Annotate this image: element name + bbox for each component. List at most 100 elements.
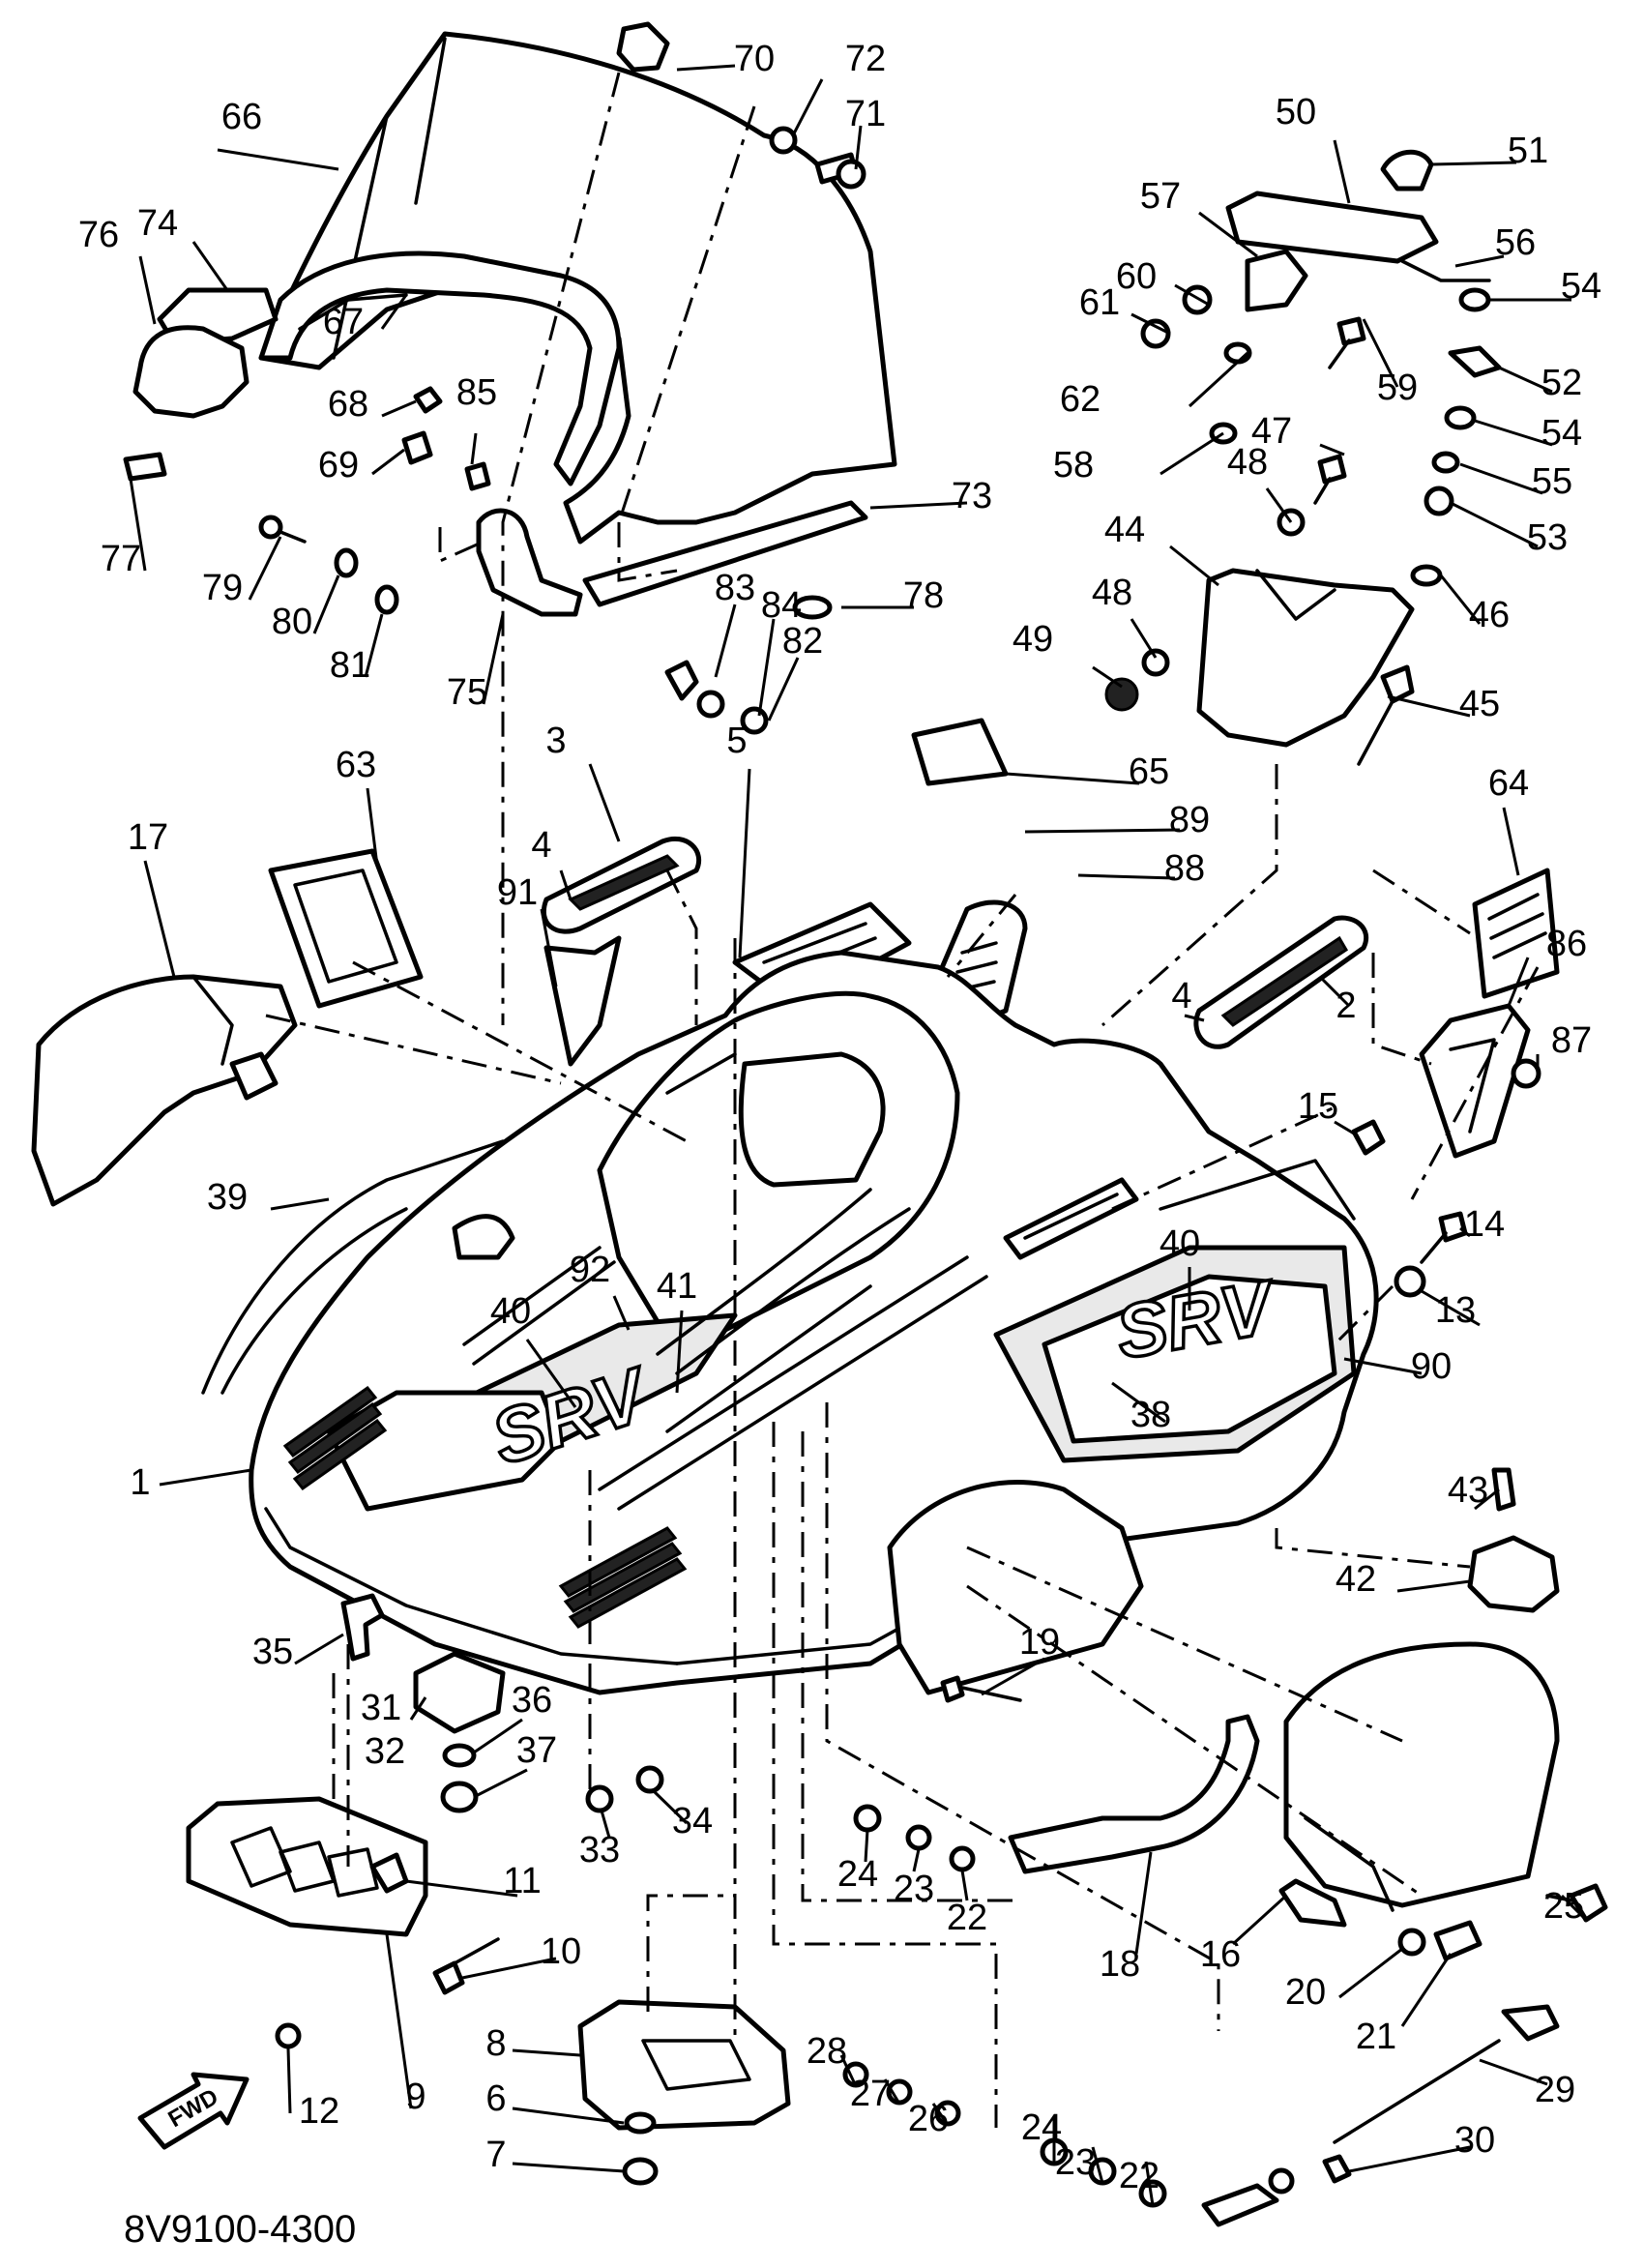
side-vent-86 bbox=[1419, 1003, 1531, 1159]
callout-30: 30 bbox=[1454, 2120, 1495, 2161]
hood: SRV SRV bbox=[249, 950, 1379, 1695]
callout-1: 1 bbox=[130, 1462, 150, 1503]
callout-11: 11 bbox=[503, 1861, 541, 1901]
callout-29: 29 bbox=[1535, 2070, 1575, 2110]
callout-54: 54 bbox=[1561, 266, 1601, 307]
callout-56: 56 bbox=[1495, 222, 1536, 263]
callout-25: 25 bbox=[1543, 1886, 1584, 1927]
windshield-fasteners bbox=[258, 126, 866, 735]
callout-14: 14 bbox=[1464, 1204, 1505, 1245]
callout-77: 77 bbox=[101, 539, 141, 579]
callout-10: 10 bbox=[541, 1931, 581, 1972]
callout-64: 64 bbox=[1488, 763, 1529, 804]
callout-53: 53 bbox=[1527, 517, 1568, 558]
callout-66: 66 bbox=[221, 97, 262, 137]
callout-49: 49 bbox=[1013, 619, 1053, 660]
console-cover bbox=[1196, 568, 1415, 748]
callout-7: 7 bbox=[485, 2135, 506, 2175]
callout-17: 17 bbox=[128, 817, 168, 858]
callout-76: 76 bbox=[78, 215, 119, 255]
bracket-16 bbox=[1278, 1878, 1347, 1928]
belly-pan bbox=[887, 1480, 1144, 1695]
callout-57: 57 bbox=[1140, 176, 1181, 217]
callout-43: 43 bbox=[1448, 1470, 1488, 1511]
right-fasteners bbox=[842, 1058, 1608, 2208]
side-trim-left bbox=[132, 287, 279, 419]
callout-48: 48 bbox=[1092, 573, 1132, 613]
callout-16: 16 bbox=[1200, 1934, 1241, 1975]
hood-cable-29 bbox=[1201, 2004, 1560, 2227]
callout-59: 59 bbox=[1377, 368, 1418, 408]
callout-labels: 1234456789101112131415161718192021222223… bbox=[78, 39, 1601, 2196]
vent-panel-3 bbox=[542, 836, 701, 934]
callout-33: 33 bbox=[579, 1830, 620, 1870]
windshield-lower-trim bbox=[476, 500, 868, 617]
callout-36: 36 bbox=[512, 1680, 552, 1721]
callout-83: 83 bbox=[715, 568, 755, 608]
callout-5: 5 bbox=[726, 721, 747, 761]
callout-8: 8 bbox=[485, 2023, 506, 2064]
decal-65 bbox=[911, 718, 1009, 786]
callout-91: 91 bbox=[497, 872, 538, 913]
callout-62: 62 bbox=[1060, 379, 1101, 420]
callout-65: 65 bbox=[1129, 751, 1169, 792]
decal-64 bbox=[1472, 868, 1560, 999]
drawing-code: 8V9100-4300 bbox=[124, 2208, 356, 2251]
callout-42: 42 bbox=[1336, 1559, 1376, 1600]
callout-52: 52 bbox=[1541, 363, 1582, 403]
callout-24: 24 bbox=[837, 1854, 878, 1895]
callout-20: 20 bbox=[1285, 1972, 1326, 2013]
callout-28: 28 bbox=[807, 2031, 847, 2072]
callout-58: 58 bbox=[1053, 445, 1094, 486]
callout-44: 44 bbox=[1104, 510, 1145, 550]
callout-19: 19 bbox=[1019, 1622, 1060, 1663]
callout-40: 40 bbox=[490, 1291, 531, 1332]
callout-80: 80 bbox=[272, 602, 312, 642]
assembly-lines bbox=[265, 72, 1540, 2128]
callout-45: 45 bbox=[1459, 684, 1500, 724]
callout-18: 18 bbox=[1100, 1944, 1140, 1985]
support-bracket-18 bbox=[1008, 1714, 1260, 1874]
engine-cover bbox=[1283, 1641, 1560, 1912]
callout-9: 9 bbox=[405, 2077, 426, 2117]
buffer-42 bbox=[1467, 1535, 1560, 1613]
callout-46: 46 bbox=[1469, 595, 1510, 635]
windshield-frame bbox=[258, 250, 622, 486]
forward-direction-arrow: FWD bbox=[137, 2072, 250, 2150]
callout-40: 40 bbox=[1160, 1223, 1200, 1264]
callout-39: 39 bbox=[207, 1177, 248, 1218]
callout-67: 67 bbox=[323, 302, 364, 342]
callout-75: 75 bbox=[447, 672, 487, 713]
callout-48: 48 bbox=[1227, 442, 1268, 483]
callout-37: 37 bbox=[516, 1730, 557, 1771]
callout-84: 84 bbox=[761, 585, 802, 626]
vent-panel-2 bbox=[1193, 915, 1369, 1049]
callout-22: 22 bbox=[1119, 2156, 1160, 2196]
callout-34: 34 bbox=[672, 1801, 713, 1841]
callout-22: 22 bbox=[947, 1898, 987, 1938]
callout-61: 61 bbox=[1079, 282, 1120, 323]
callout-3: 3 bbox=[545, 721, 566, 761]
gauge-bezel-63 bbox=[268, 848, 424, 1009]
callout-32: 32 bbox=[365, 1731, 405, 1772]
trim-91 bbox=[543, 935, 622, 1067]
clip bbox=[123, 452, 167, 482]
side-panel-17 bbox=[31, 974, 298, 1207]
callout-23: 23 bbox=[1055, 2142, 1096, 2183]
grille-left bbox=[282, 1385, 388, 1491]
air-duct-8 bbox=[577, 1999, 791, 2131]
callout-50: 50 bbox=[1276, 92, 1316, 133]
console-bracket bbox=[1225, 149, 1491, 312]
callout-12: 12 bbox=[299, 2091, 339, 2132]
callout-90: 90 bbox=[1411, 1346, 1452, 1387]
callout-73: 73 bbox=[952, 476, 992, 516]
callout-41: 41 bbox=[657, 1266, 697, 1307]
callout-63: 63 bbox=[336, 745, 376, 785]
mirror-mount bbox=[616, 21, 670, 73]
callout-27: 27 bbox=[850, 2074, 891, 2114]
callout-70: 70 bbox=[734, 39, 775, 79]
callout-72: 72 bbox=[845, 39, 886, 79]
callout-89: 89 bbox=[1169, 800, 1210, 840]
callout-54: 54 bbox=[1541, 413, 1582, 454]
